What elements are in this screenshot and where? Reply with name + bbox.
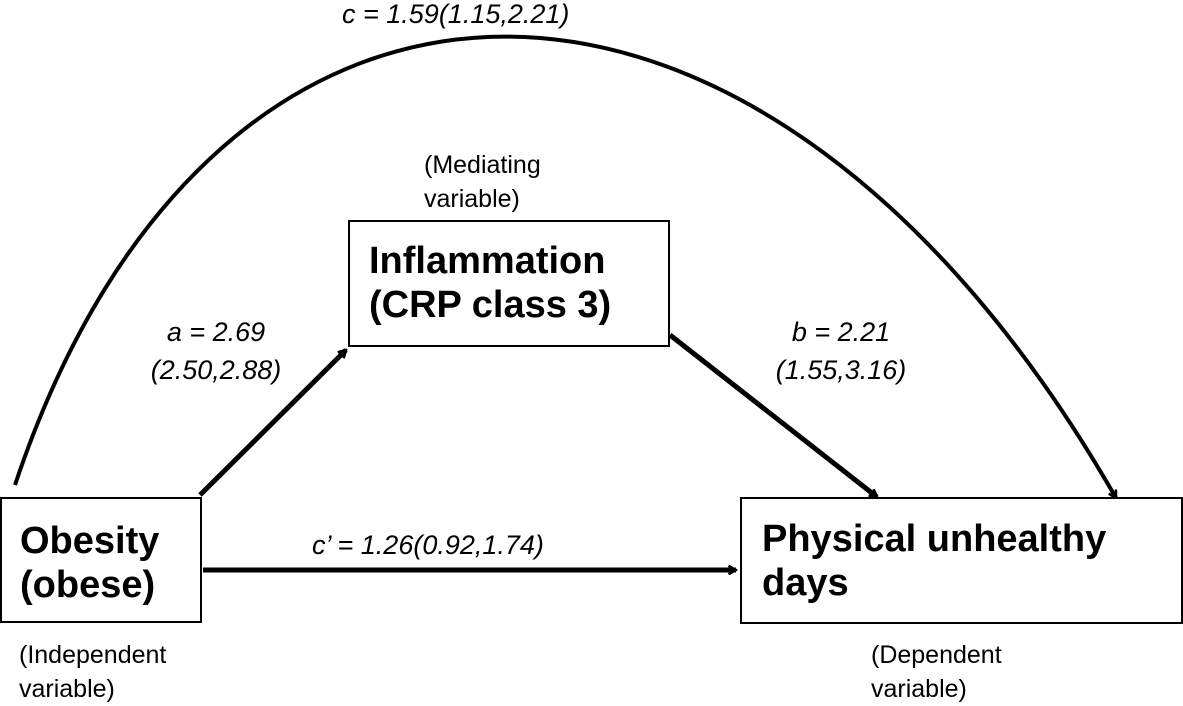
path-c-coefficient: c = 1.59(1.15,2.21) xyxy=(342,0,569,33)
independent-role-line-1: (Independent xyxy=(19,641,167,669)
mediating-role-line-2: variable) xyxy=(424,185,520,213)
dependent-role-line-1: (Dependent xyxy=(871,641,1002,669)
dependent-role-line-2: variable) xyxy=(871,675,967,703)
mediating-variable-line-2: (CRP class 3) xyxy=(369,284,612,326)
path-b-coefficient: b = 2.21 (1.55,3.16) xyxy=(752,313,930,389)
dependent-variable-line-1: Physical unhealthy xyxy=(762,518,1107,560)
independent-variable-box: Obesity (obese) xyxy=(0,497,202,623)
independent-variable-role: (Independent variable) xyxy=(19,638,166,706)
mediating-variable-box: Inflammation (CRP class 3) xyxy=(348,220,670,347)
path-b-label-line-2: (1.55,3.16) xyxy=(775,355,907,385)
path-a-coefficient: a = 2.69 (2.50,2.88) xyxy=(130,313,302,389)
dependent-variable-box: Physical unhealthy days xyxy=(740,497,1183,624)
dependent-variable-role: (Dependent variable) xyxy=(871,638,1002,706)
path-a-label-line-2: (2.50,2.88) xyxy=(150,355,282,385)
path-a-label-line-1: a = 2.69 xyxy=(166,317,266,347)
dependent-variable-line-2: days xyxy=(762,562,849,604)
mediating-variable-role: (Mediating variable) xyxy=(424,148,541,216)
path-c-label: c = 1.59(1.15,2.21) xyxy=(342,0,570,29)
mediating-variable-line-1: Inflammation xyxy=(369,240,606,282)
independent-variable-line-2: (obese) xyxy=(20,564,156,606)
independent-variable-line-1: Obesity xyxy=(20,520,160,562)
path-c-prime-label: c’ = 1.26(0.92,1.74) xyxy=(312,530,544,560)
independent-role-line-2: variable) xyxy=(19,675,115,703)
path-a-arrow xyxy=(198,350,346,497)
path-c-total-effect-arc xyxy=(13,34,1118,498)
mediating-role-line-1: (Mediating xyxy=(424,151,541,179)
path-b-label-line-1: b = 2.21 xyxy=(791,317,891,347)
path-b-arrow xyxy=(668,333,877,499)
path-c-prime-coefficient: c’ = 1.26(0.92,1.74) xyxy=(312,526,544,564)
